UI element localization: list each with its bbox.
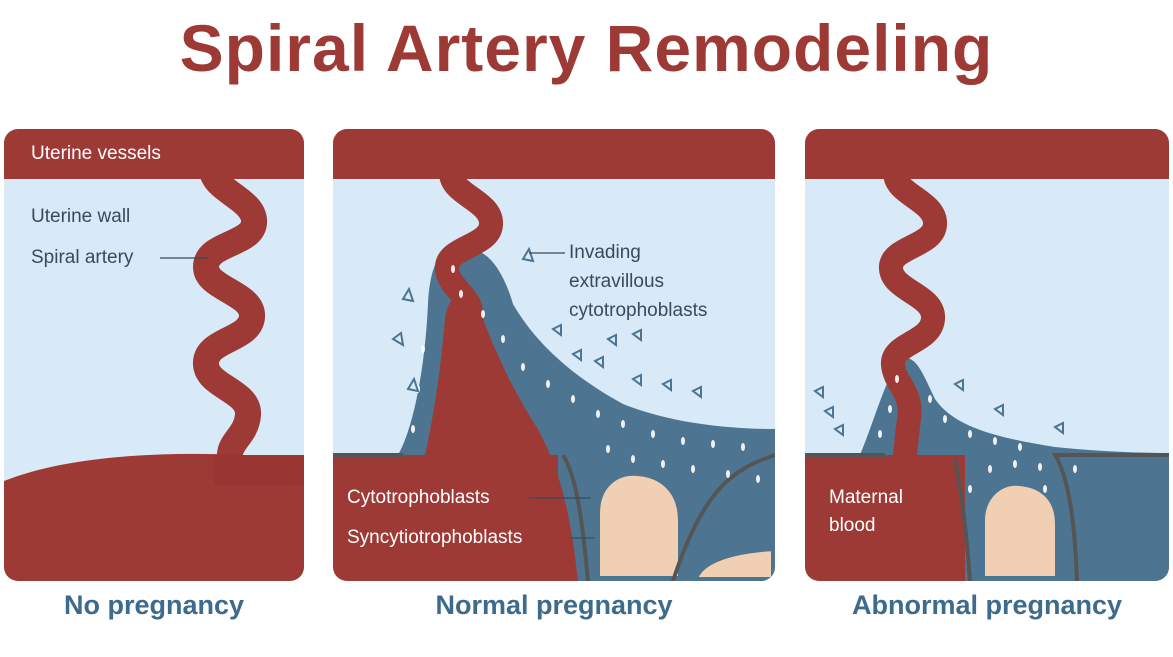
label-maternal-line1: Maternal <box>829 487 903 508</box>
panel-normal-pregnancy: Invading extravillous cytotrophoblasts C… <box>333 129 775 581</box>
abnormal-pregnancy-illustration <box>805 129 1169 581</box>
caption-abnormal-pregnancy: Abnormal pregnancy <box>851 590 1123 620</box>
cytotrophoblast-cells <box>411 265 760 483</box>
label-invading-line2: extravillous <box>569 271 665 292</box>
panel-abnormal-pregnancy: Maternal blood <box>805 129 1169 581</box>
shallow-cytotrophoblast-mass <box>860 358 1169 581</box>
myometrium-base <box>4 453 304 581</box>
spiral-artery <box>192 156 267 472</box>
label-maternal-line2: blood <box>829 515 876 536</box>
label-spiral-artery: Spiral artery <box>31 247 134 268</box>
label-invading-line3: cytotrophoblasts <box>569 300 708 321</box>
uterine-vessels-band <box>333 129 775 179</box>
placenta-villus-small <box>687 542 775 581</box>
normal-pregnancy-illustration <box>333 129 775 581</box>
label-uterine-wall: Uterine wall <box>31 206 131 227</box>
diagram-title: Spiral Artery Remodeling <box>179 11 994 85</box>
panel-no-pregnancy: Uterine vessels Uterine wall Spiral arte… <box>4 129 304 581</box>
uterine-vessels-band <box>4 129 304 179</box>
syncytiotrophoblast-layer <box>805 453 1169 581</box>
caption-no-pregnancy: No pregnancy <box>63 590 245 620</box>
placenta-villus <box>975 475 1065 581</box>
syncytiotrophoblast-layer <box>333 453 775 581</box>
uterine-vessels-band <box>805 129 1169 179</box>
label-uterine-vessels: Uterine vessels <box>31 143 161 164</box>
no-pregnancy-illustration <box>4 129 304 581</box>
cytotrophoblast-cells <box>878 375 1077 493</box>
placenta-villus <box>590 465 688 581</box>
unremodeled-artery <box>879 161 947 581</box>
label-invading-line1: Invading <box>569 242 641 263</box>
free-extravillous-cells <box>391 246 702 399</box>
label-syncytiotrophoblasts: Syncytiotrophoblasts <box>347 527 523 548</box>
remodeled-artery <box>423 296 578 581</box>
caption-normal-pregnancy: Normal pregnancy <box>435 590 673 620</box>
label-cytotrophoblasts: Cytotrophoblasts <box>347 487 490 508</box>
spiral-artery-upper <box>435 161 503 327</box>
free-extravillous-cells <box>813 378 1064 437</box>
